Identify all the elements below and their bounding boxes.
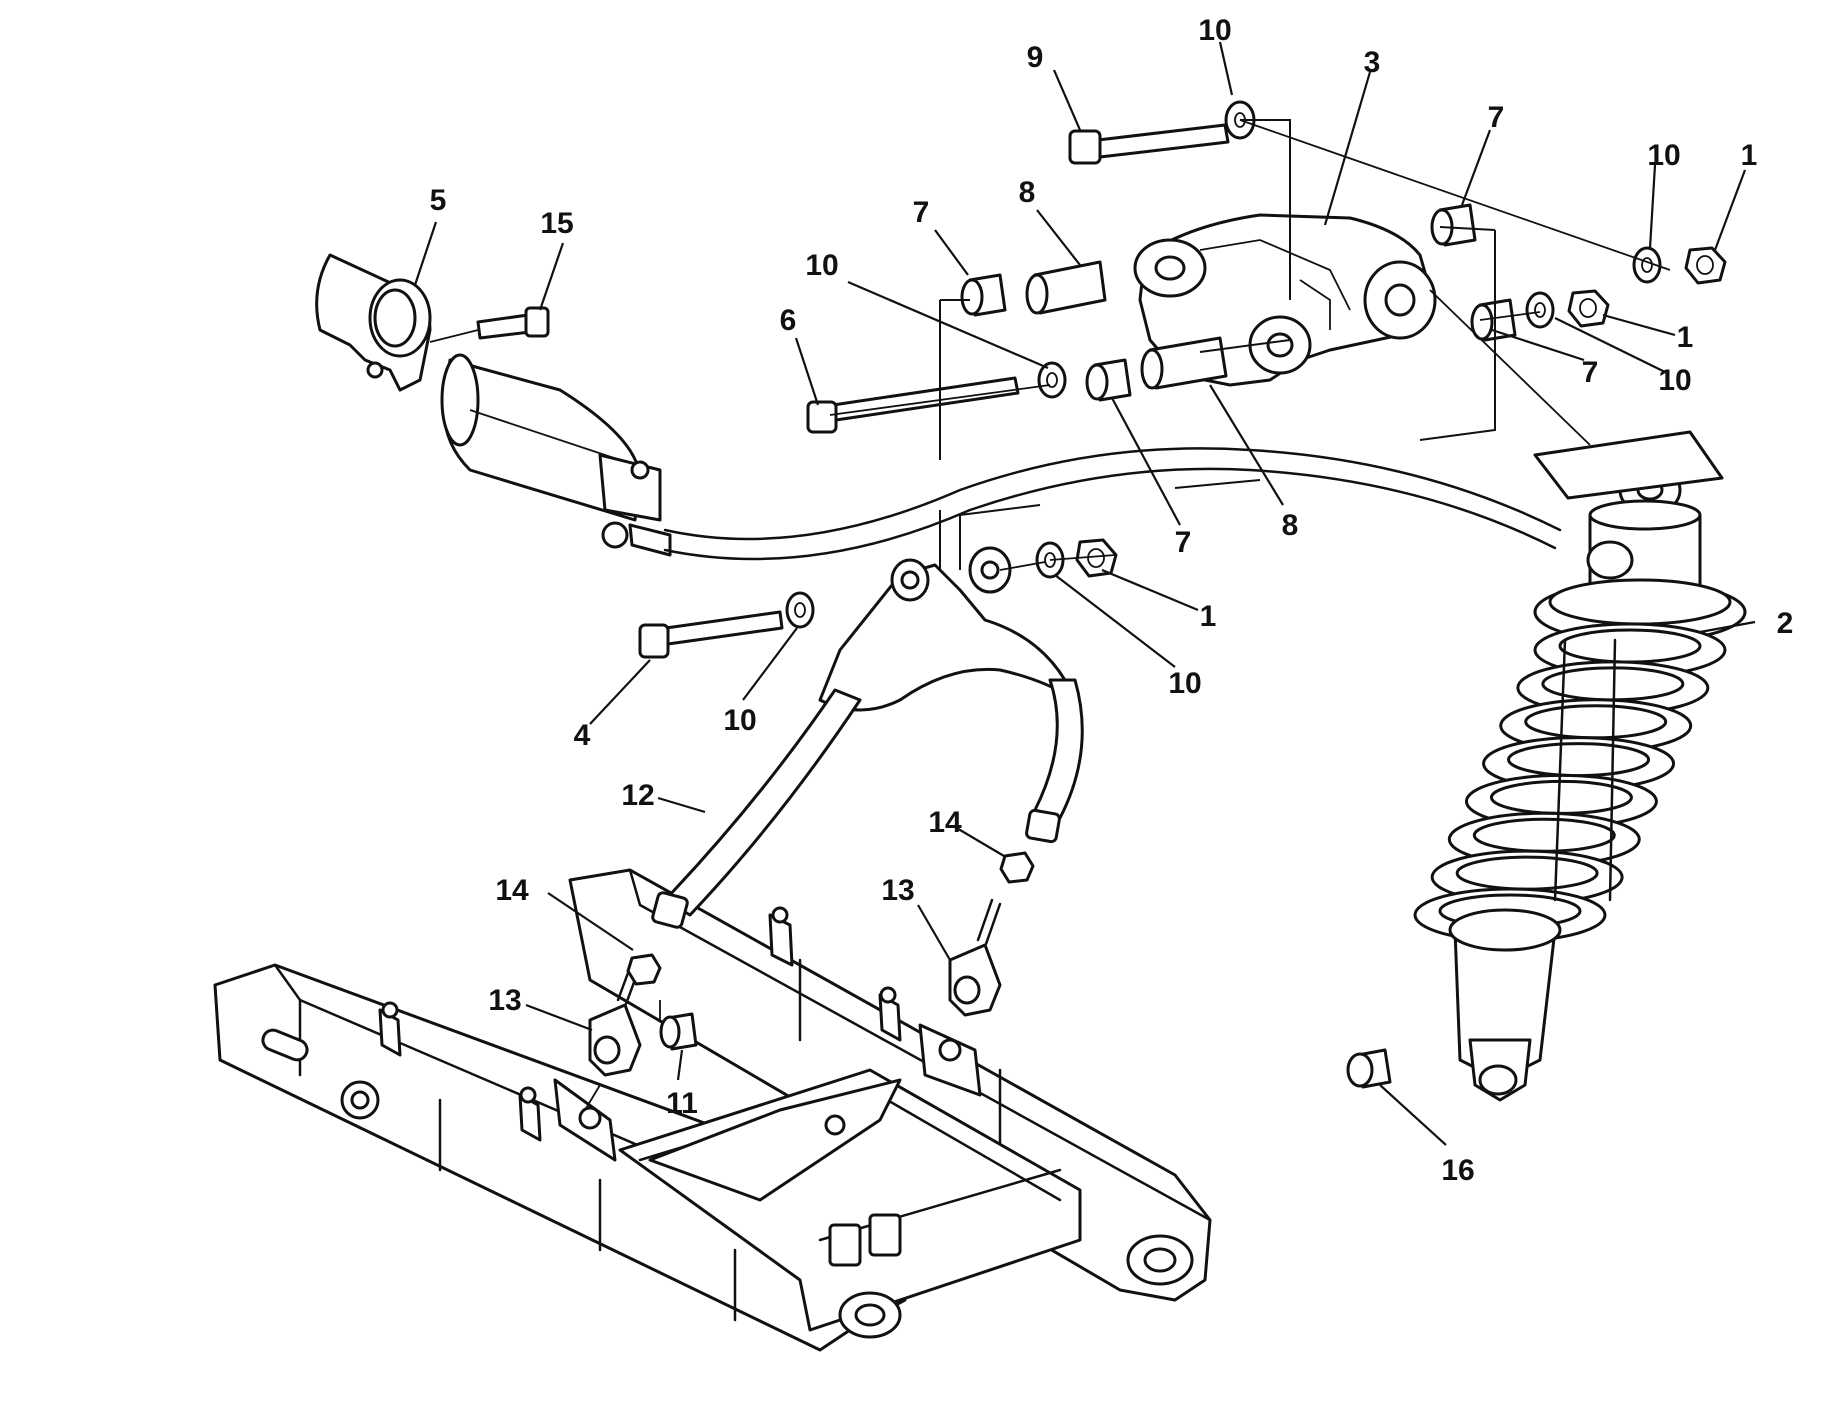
tie-rod [651, 546, 1084, 929]
callout-2: 2 [1777, 607, 1794, 640]
reservoir-clamp [315, 253, 432, 392]
callout-8: 8 [1019, 176, 1036, 209]
shock-spring [1413, 622, 1727, 943]
callout-7: 7 [1175, 526, 1192, 559]
callout-7: 7 [1582, 356, 1599, 389]
callout-11: 11 [666, 1087, 698, 1120]
spring-coil-inner [1507, 742, 1651, 778]
callout-4: 4 [574, 719, 591, 752]
callout-15: 15 [540, 207, 573, 240]
callout-10: 10 [723, 704, 756, 737]
callout-8: 8 [1282, 509, 1299, 542]
bolt-9 [1068, 123, 1230, 165]
callout-1: 1 [1677, 321, 1694, 354]
callout-10: 10 [1658, 364, 1691, 397]
bolt-6 [806, 376, 1020, 434]
callout-labels: 9 10 3 7 10 1 5 15 8 7 10 6 1 7 10 7 8 1… [430, 14, 1794, 1187]
callout-1: 1 [1741, 139, 1758, 172]
bolt-4 [638, 610, 784, 659]
callout-3: 3 [1364, 46, 1381, 79]
callout-10: 10 [1198, 14, 1231, 47]
callout-12: 12 [621, 779, 654, 812]
assembly-lines [429, 119, 1671, 1111]
spring-coil-inner [1524, 704, 1668, 740]
bush-11 [659, 1012, 698, 1051]
reservoir [440, 353, 672, 557]
shock-absorber [1413, 464, 1747, 1102]
bushings [1025, 260, 1228, 390]
spring-coil-inner [1455, 855, 1599, 891]
callout-10: 10 [1168, 667, 1201, 700]
callout-14: 14 [928, 806, 962, 839]
plug-16 [1346, 1048, 1392, 1089]
reservoir-hose [663, 447, 1562, 561]
callout-7: 7 [913, 196, 930, 229]
callout-5: 5 [430, 184, 447, 217]
callout-14: 14 [495, 874, 529, 907]
callout-13: 13 [488, 984, 521, 1017]
callout-16: 16 [1441, 1154, 1474, 1187]
clamp-bolt [476, 306, 550, 340]
rod-ends [588, 898, 1002, 1077]
leader-lines [413, 41, 1756, 1146]
callout-7: 7 [1488, 101, 1505, 134]
nuts [1075, 246, 1727, 578]
swingarm [213, 868, 1212, 1352]
callout-9: 9 [1027, 41, 1044, 74]
callout-1: 1 [1200, 600, 1217, 633]
spring-coil-inner [1472, 817, 1616, 853]
decal-plate [1533, 430, 1724, 500]
spring-coil-inner [1489, 779, 1633, 815]
callout-10: 10 [1647, 139, 1680, 172]
spacers [960, 203, 1517, 402]
callout-10: 10 [805, 249, 838, 282]
callout-6: 6 [780, 304, 797, 337]
locknuts [626, 851, 1035, 986]
callout-13: 13 [881, 874, 914, 907]
spring-coil-inner [1558, 628, 1702, 664]
